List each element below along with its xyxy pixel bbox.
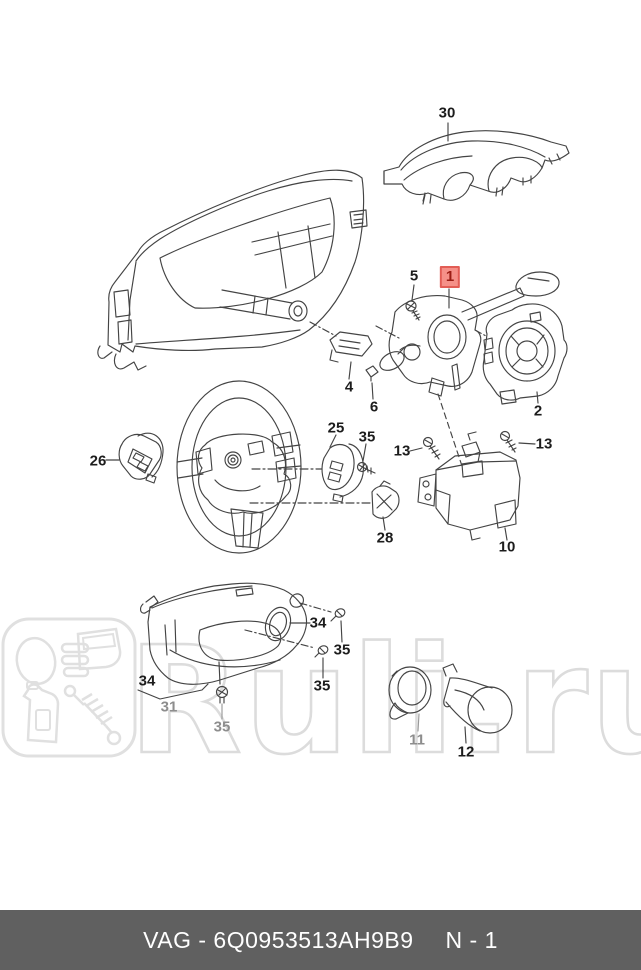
retaining-ring-11-drawing <box>388 666 432 732</box>
part-label-11: 11 <box>409 731 425 749</box>
wheel-switch-26-drawing <box>105 432 164 484</box>
part-label-13: 13 <box>393 442 411 460</box>
part-label-5: 5 <box>409 267 419 285</box>
ruli-parts-logo <box>1 617 137 758</box>
part-label-2: 2 <box>533 402 543 420</box>
part-label-4: 4 <box>344 378 354 396</box>
watermark-text: Ruli.ru <box>128 615 641 787</box>
part-label-12: 12 <box>457 743 475 761</box>
connector-28-drawing <box>371 480 400 531</box>
part-label-30: 30 <box>438 104 456 122</box>
part-label-6: 6 <box>369 398 379 416</box>
footer-part-number: VAG - 6Q0953513AH9B9 <box>143 926 414 953</box>
footer-bar: VAG - 6Q0953513AH9B9 N - 1 <box>0 910 641 970</box>
part-label-34: 34 <box>309 614 327 632</box>
part-label-26: 26 <box>89 452 107 470</box>
part-label-1: 1 <box>439 266 461 288</box>
part-label-34: 34 <box>138 672 156 690</box>
part-label-35: 35 <box>213 718 231 736</box>
part-label-13: 13 <box>535 435 553 453</box>
part-label-10: 10 <box>498 538 516 556</box>
screw-35-bottom-icon <box>215 685 229 720</box>
part-label-28: 28 <box>376 529 394 547</box>
wheel-switch-25-drawing <box>321 434 364 503</box>
screw-13-right-icon <box>499 430 536 453</box>
screw-5-icon <box>405 284 421 321</box>
screw-35-mid-right-icon <box>314 645 329 679</box>
lower-column-cover-drawing <box>137 582 332 700</box>
shock-absorber-glyph <box>63 684 122 746</box>
part-label-31: 31 <box>160 698 178 716</box>
clip-6-drawing <box>365 365 379 400</box>
screw-13-left-icon <box>409 436 441 460</box>
screw-35-wheel-icon <box>356 443 376 475</box>
part-label-35: 35 <box>358 428 376 446</box>
part-label-35: 35 <box>313 677 331 695</box>
combination-switch-drawing <box>379 271 560 467</box>
steering-wheel-drawing <box>176 380 371 554</box>
footer-sheet-number: N - 1 <box>445 926 498 953</box>
cap-12-drawing <box>442 663 513 744</box>
upper-column-cover-drawing <box>383 122 570 205</box>
clock-spring-drawing <box>482 303 568 405</box>
switch-bracket-4-drawing <box>329 331 373 380</box>
control-module-10-drawing <box>417 431 521 541</box>
dashboard-frame-drawing <box>97 169 400 371</box>
part-label-35: 35 <box>333 641 351 659</box>
part-label-25: 25 <box>327 419 345 437</box>
watermark-layer: Ruli.ru <box>1 614 641 788</box>
screw-35-top-right-icon <box>330 608 346 643</box>
